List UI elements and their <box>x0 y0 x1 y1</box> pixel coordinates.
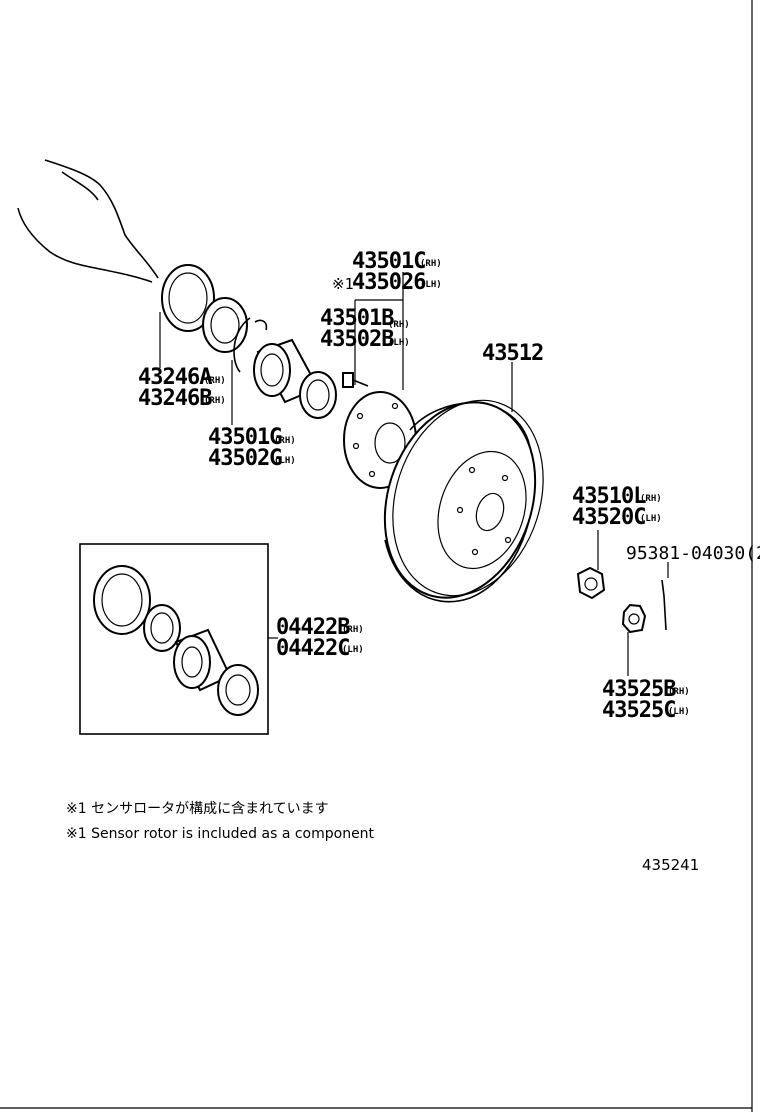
part-side-p4a: (RH) <box>204 376 226 386</box>
part-side-p9a: (RH) <box>668 687 690 697</box>
part-label-p9a: 43525B <box>602 677 676 702</box>
sensor-rotor-mark: ※1 <box>332 275 354 293</box>
snap-ring-part <box>233 317 268 373</box>
part-label-p2a: 43501B <box>320 306 394 331</box>
part-side-p4b: (RH) <box>204 396 226 406</box>
part-side-p6a: (RH) <box>640 494 662 504</box>
part-label-p6b: 43520C <box>572 505 645 530</box>
part-side-p2b: (LH) <box>388 338 410 348</box>
kit-box <box>79 543 269 735</box>
note-japanese: ※1 センサロータが構成に含まれています <box>66 801 329 817</box>
part-label-p2b: 43502B <box>320 327 394 352</box>
nut-lock-cap-part <box>621 603 647 634</box>
part-side-p6b: (LH) <box>640 514 662 524</box>
part-side-p5b: (LH) <box>274 456 296 466</box>
part-side-p8b: (LH) <box>342 645 364 655</box>
cotter-pin-part <box>661 579 667 631</box>
part-label-p7: 95381-04030(2 <box>626 543 760 564</box>
part-label-p8a: 04422B <box>276 615 350 640</box>
part-label-p1a: 43501C <box>352 249 425 274</box>
part-label-p5b: 43502G <box>208 446 282 471</box>
leader-lines <box>159 272 669 676</box>
grease-cap-part <box>161 264 215 332</box>
hub-nut-part <box>576 566 606 600</box>
pointing-hand-icon <box>17 159 159 283</box>
part-side-p5a: (RH) <box>274 436 296 446</box>
part-side-p1b: (LH) <box>420 280 442 290</box>
inner-bearing-part <box>202 297 248 353</box>
part-side-p8a: (RH) <box>342 625 364 635</box>
note-english: ※1 Sensor rotor is included as a compone… <box>66 826 375 842</box>
part-side-p1a: (RH) <box>420 259 442 269</box>
part-label-p1b: 435026 <box>352 270 426 295</box>
part-label-p3: 43512 <box>482 341 543 366</box>
oil-seal-part <box>299 371 337 419</box>
part-label-p4b: 43246B <box>138 386 212 411</box>
brake-disc-part <box>383 399 544 603</box>
part-side-p2a: (RH) <box>388 320 410 330</box>
kit-parts <box>93 565 259 716</box>
part-label-p4a: 43246A <box>138 365 212 390</box>
part-label-p6a: 43510L <box>572 484 646 509</box>
part-label-p9b: 43525C <box>602 698 675 723</box>
part-side-p9b: (LH) <box>668 707 690 717</box>
diagram-code: 435241 <box>642 856 699 874</box>
part-label-p8b: 04422C <box>276 636 349 661</box>
part-label-p5a: 43501G <box>208 425 282 450</box>
